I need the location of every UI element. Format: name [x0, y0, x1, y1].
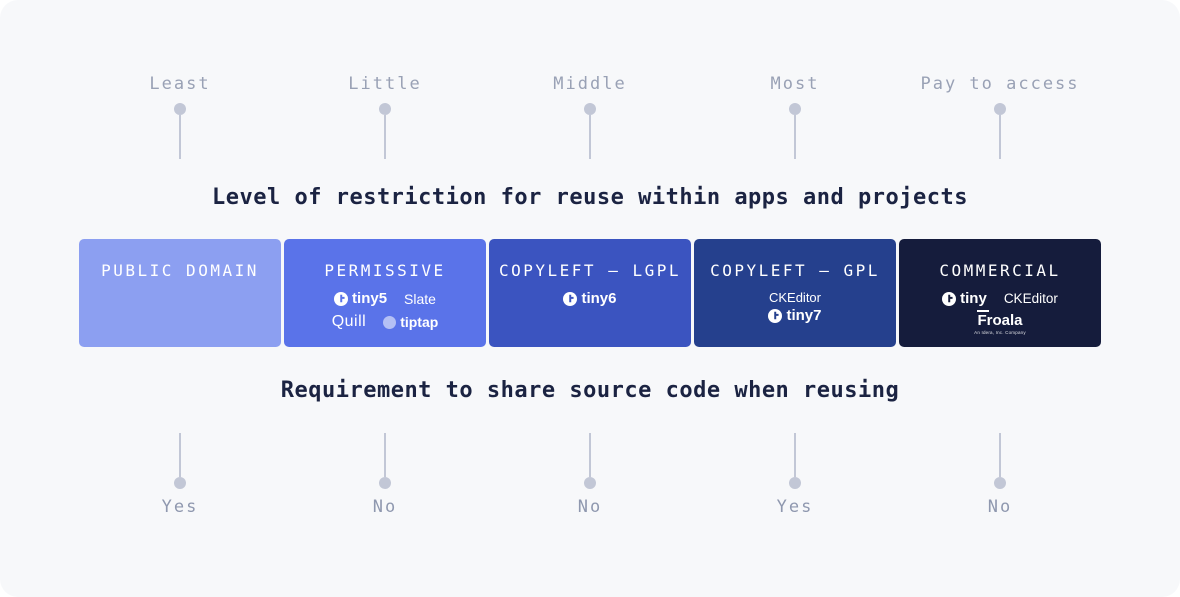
pin-label-no: No — [372, 497, 398, 517]
card-permissive: PERMISSIVE tiny5 Slate Quill tiptap — [284, 239, 486, 347]
tiny5-wordmark: tiny5 — [352, 290, 388, 307]
pin-yes-2: Yes — [694, 433, 896, 517]
pin-dot — [174, 477, 186, 489]
tiny-icon — [768, 308, 783, 323]
pin-dot — [584, 103, 596, 115]
pin-line — [589, 115, 591, 159]
pin-dot — [994, 103, 1006, 115]
logo-row: tiny CKEditor — [942, 290, 1058, 307]
card-logos: tiny5 Slate Quill tiptap — [332, 290, 439, 331]
logo-row: CKEditor — [769, 290, 821, 305]
pin-dot — [379, 477, 391, 489]
pin-line — [384, 115, 386, 159]
pin-line — [999, 433, 1001, 477]
tiny7-logo: tiny7 — [768, 307, 822, 324]
pin-label-no: No — [577, 497, 603, 517]
pin-no-3: No — [899, 433, 1101, 517]
logo-row: tiny5 Slate — [334, 290, 436, 307]
pin-little: Little — [284, 74, 486, 159]
pin-label-little: Little — [348, 74, 422, 94]
card-title: COPYLEFT — LGPL — [499, 261, 681, 280]
pin-line — [179, 115, 181, 159]
pin-line — [794, 433, 796, 477]
pin-label-middle: Middle — [553, 74, 627, 94]
card-logos: CKEditor tiny7 — [768, 290, 822, 324]
logo-row: tiny6 — [563, 290, 617, 307]
pin-middle: Middle — [489, 74, 691, 159]
pin-least: Least — [79, 74, 281, 159]
card-logos: tiny CKEditor Froala An Idera, Inc. Comp… — [942, 290, 1058, 335]
tiny-wordmark: tiny — [960, 290, 987, 307]
froala-wordmark: Froala — [977, 310, 1023, 329]
tiny-logo: tiny — [942, 290, 987, 307]
pin-line — [179, 433, 181, 477]
license-cards-row: PUBLIC DOMAIN PERMISSIVE tiny5 Slate Qui… — [79, 239, 1101, 347]
share-source-section-title: Requirement to share source code when re… — [280, 378, 900, 403]
card-copyleft-lgpl: COPYLEFT — LGPL tiny6 — [489, 239, 691, 347]
logo-row: Froala An Idera, Inc. Company — [974, 310, 1026, 335]
pin-no-1: No — [284, 433, 486, 517]
pin-line — [589, 433, 591, 477]
pin-line — [794, 115, 796, 159]
pin-most: Most — [694, 74, 896, 159]
pin-dot — [584, 477, 596, 489]
card-title: COMMERCIAL — [939, 261, 1061, 280]
pin-label-no: No — [987, 497, 1013, 517]
tiny-icon — [942, 291, 957, 306]
tiny6-logo: tiny6 — [563, 290, 617, 307]
pin-no-2: No — [489, 433, 691, 517]
tiptap-logo: tiptap — [383, 314, 438, 330]
card-copyleft-gpl: COPYLEFT — GPL CKEditor tiny7 — [694, 239, 896, 347]
tiny5-logo: tiny5 — [334, 290, 387, 307]
froala-logo: Froala An Idera, Inc. Company — [974, 310, 1026, 335]
card-title: PERMISSIVE — [324, 261, 446, 280]
share-source-pins: Yes No No Yes No — [79, 433, 1101, 517]
pin-dot — [174, 103, 186, 115]
restriction-level-pins: Least Little Middle Most Pay to access — [79, 0, 1101, 159]
tiptap-icon — [383, 315, 397, 329]
pin-label-yes: Yes — [776, 497, 814, 517]
card-title: PUBLIC DOMAIN — [101, 261, 259, 280]
pin-line — [999, 115, 1001, 159]
pin-dot — [789, 477, 801, 489]
card-commercial: COMMERCIAL tiny CKEditor Froala An Idera… — [899, 239, 1101, 347]
tiny-icon — [563, 291, 578, 306]
pin-line — [384, 433, 386, 477]
tiny7-wordmark: tiny7 — [786, 307, 822, 324]
ckeditor-logo: CKEditor — [1003, 291, 1058, 306]
pin-label-yes: Yes — [161, 497, 199, 517]
tiny-icon — [334, 291, 349, 306]
slate-logo: Slate — [404, 290, 436, 307]
pin-dot — [789, 103, 801, 115]
tiny6-wordmark: tiny6 — [581, 290, 617, 307]
card-public-domain: PUBLIC DOMAIN — [79, 239, 281, 347]
quill-logo: Quill — [331, 313, 367, 330]
pin-label-most: Most — [770, 74, 820, 94]
pin-label-pay-to-access: Pay to access — [920, 74, 1080, 94]
tiptap-wordmark: tiptap — [400, 314, 439, 330]
ckeditor-logo: CKEditor — [768, 290, 821, 305]
card-title: COPYLEFT — GPL — [710, 261, 880, 280]
pin-label-least: Least — [149, 74, 211, 94]
logo-row: tiny7 — [768, 307, 822, 324]
restriction-section-title: Level of restriction for reuse within ap… — [212, 185, 968, 210]
pin-pay-to-access: Pay to access — [899, 74, 1101, 159]
froala-tagline: An Idera, Inc. Company — [974, 330, 1026, 335]
card-logos: tiny6 — [563, 290, 617, 307]
pin-dot — [994, 477, 1006, 489]
pin-yes-1: Yes — [79, 433, 281, 517]
logo-row: Quill tiptap — [332, 313, 439, 331]
pin-dot — [379, 103, 391, 115]
